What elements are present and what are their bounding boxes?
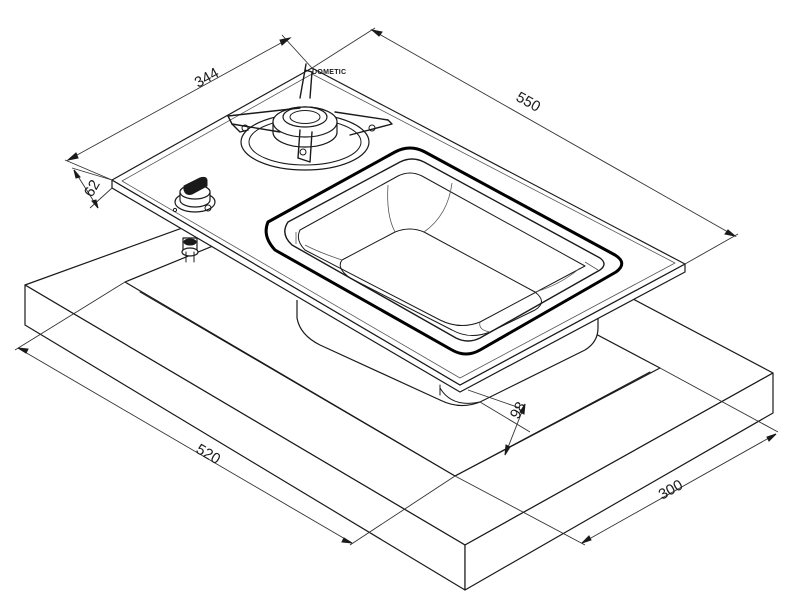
dimension-550-label: 550	[513, 89, 543, 116]
dimension-344-label: 344	[192, 64, 222, 91]
dimension-62: 62	[71, 167, 113, 209]
dimension-520-label: 520	[193, 441, 223, 468]
dimension-98: 98	[467, 389, 531, 456]
sink-basin-icon	[264, 146, 624, 356]
dimension-98-label: 98	[507, 399, 530, 422]
dimension-62-label: 62	[81, 177, 104, 200]
gas-burner-icon	[227, 63, 393, 171]
gas-connector	[181, 237, 199, 263]
brand-label: DOMETIC	[312, 69, 346, 76]
control-knob-icon	[172, 176, 216, 213]
